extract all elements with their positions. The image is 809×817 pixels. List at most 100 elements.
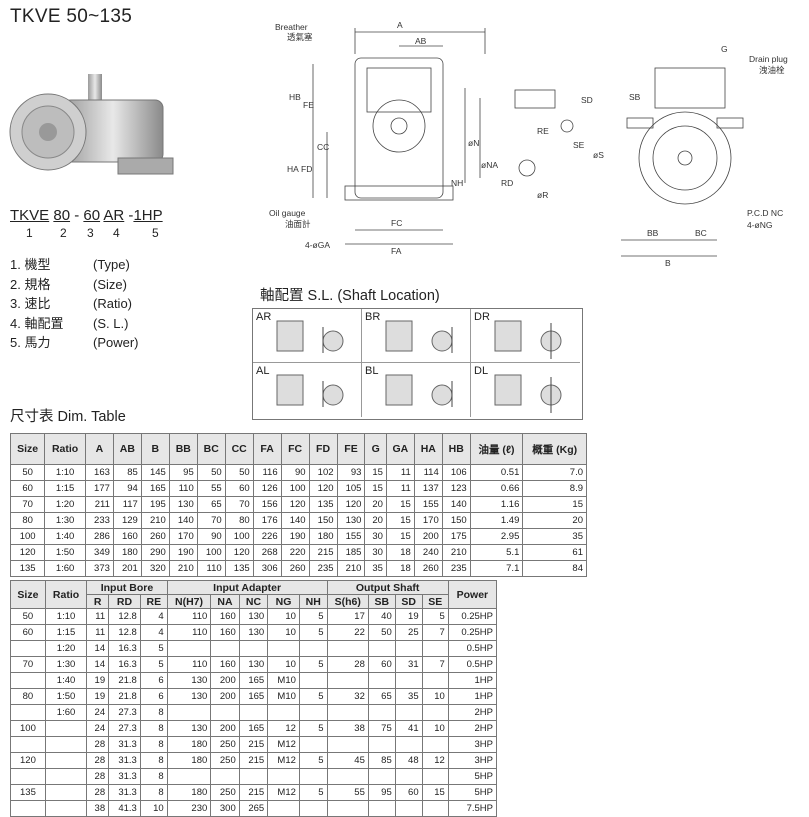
table-cell: 8 — [139, 752, 168, 769]
cell-ratio: 1:50 — [44, 544, 86, 561]
table-cell: 160 — [210, 656, 240, 673]
table-cell: 180 — [308, 528, 338, 545]
dim-label: CC — [317, 142, 329, 152]
table-cell — [367, 640, 396, 657]
table-cell: 130 — [168, 496, 198, 513]
table-cell: 30 — [364, 528, 387, 545]
table-cell: 5HP — [447, 784, 498, 801]
dim-label: øS — [593, 150, 604, 160]
table-cell: 102 — [308, 464, 338, 481]
sl-label: AR — [256, 311, 272, 323]
table-cell: 0.25HP — [447, 624, 498, 641]
table-cell: 160 — [112, 528, 142, 545]
legend-en: (Power) — [93, 335, 139, 350]
table-cell: 4 — [139, 624, 168, 641]
table-cell — [394, 704, 423, 721]
table-cell: 41 — [394, 720, 423, 737]
table-header: FD — [308, 433, 338, 465]
sl-cell-dr: DR — [471, 309, 580, 363]
label-drain-plug-cn: 洩油栓 — [759, 65, 785, 75]
table-header: AB — [112, 433, 142, 465]
table-cell: 21.8 — [108, 672, 141, 689]
table-cell — [421, 800, 449, 817]
table-cell: 150 — [441, 512, 471, 529]
table-cell: 130 — [238, 624, 269, 641]
table-cell: 123 — [441, 480, 471, 497]
table-header: FC — [280, 433, 310, 465]
table-cell: 145 — [140, 464, 170, 481]
table-cell — [166, 704, 212, 721]
table-cell: 156 — [252, 496, 282, 513]
table-cell: 130 — [166, 720, 212, 737]
table-cell: 24 — [86, 720, 110, 737]
front-view-shaft — [390, 117, 408, 135]
table-cell: 5 — [139, 656, 168, 673]
label-pcd: P.C.D NC — [747, 208, 783, 218]
table-header: Size — [9, 433, 46, 465]
table-cell: 126 — [252, 480, 282, 497]
shaft-location-grid: AR BR DR AL BL DL — [252, 308, 583, 420]
dim-table-title: 尺寸表 Dim. Table — [10, 409, 126, 425]
table-cell: 10 — [421, 720, 449, 737]
table-header: SD — [394, 594, 423, 609]
sl-label: AL — [256, 365, 270, 377]
table-cell: 45 — [326, 752, 369, 769]
table-header: Ratio — [44, 433, 86, 465]
table-cell: 15 — [385, 528, 415, 545]
table-cell: 5.1 — [469, 544, 524, 561]
table-cell: 65 — [367, 688, 396, 705]
label-ga: 4-øGA — [305, 240, 330, 250]
table-cell: 10 — [267, 656, 300, 673]
label-oil-gauge: Oil gauge — [269, 208, 306, 218]
table-cell: 163 — [84, 464, 114, 481]
table-cell: 373 — [84, 560, 114, 577]
table-header: BB — [168, 433, 198, 465]
table-cell: 38 — [86, 800, 110, 817]
table-cell: 28 — [86, 736, 110, 753]
table-cell: 320 — [140, 560, 170, 577]
table-cell: 18 — [385, 544, 415, 561]
cell-size: 120 — [9, 544, 46, 561]
table-cell: 190 — [168, 544, 198, 561]
model-size: 80 — [53, 207, 71, 224]
cell-size: 60 — [9, 480, 46, 497]
front-view-top — [366, 67, 432, 113]
cell-size: 120 — [10, 752, 46, 769]
table-cell: 84 — [522, 560, 587, 577]
table-header: HA — [413, 433, 443, 465]
table-cell: 12.8 — [108, 608, 141, 625]
model-code: TKVE 80 - 60 AR -1HP — [10, 207, 163, 224]
table-cell — [298, 704, 328, 721]
table-cell — [267, 768, 300, 785]
table-cell: 250 — [210, 752, 240, 769]
table-cell: 20 — [364, 512, 387, 529]
table-cell: 41.3 — [108, 800, 141, 817]
sl-label: BR — [365, 311, 381, 323]
dim-label: RD — [501, 178, 513, 188]
table-cell: 5 — [298, 720, 328, 737]
table-cell — [326, 768, 369, 785]
table-cell: 5 — [298, 688, 328, 705]
table-cell: 7.1 — [469, 560, 524, 577]
table-cell: 10 — [421, 688, 449, 705]
table-cell: 60 — [224, 480, 254, 497]
code-number: 4 — [113, 226, 120, 240]
table-cell: 190 — [280, 528, 310, 545]
table-cell: 105 — [336, 480, 366, 497]
dim-label: FA — [391, 246, 402, 256]
table-cell: 35 — [394, 688, 423, 705]
table-cell: 5 — [298, 624, 328, 641]
side-view-flange — [638, 111, 732, 205]
cell-size — [10, 640, 46, 657]
table-cell: M12 — [267, 752, 300, 769]
table-cell: 215 — [238, 784, 269, 801]
cell-size — [10, 672, 46, 689]
cell-size — [10, 800, 46, 817]
table-cell — [394, 800, 423, 817]
code-number: 5 — [152, 226, 159, 240]
table-cell: 110 — [166, 656, 212, 673]
code-number: 3 — [87, 226, 94, 240]
